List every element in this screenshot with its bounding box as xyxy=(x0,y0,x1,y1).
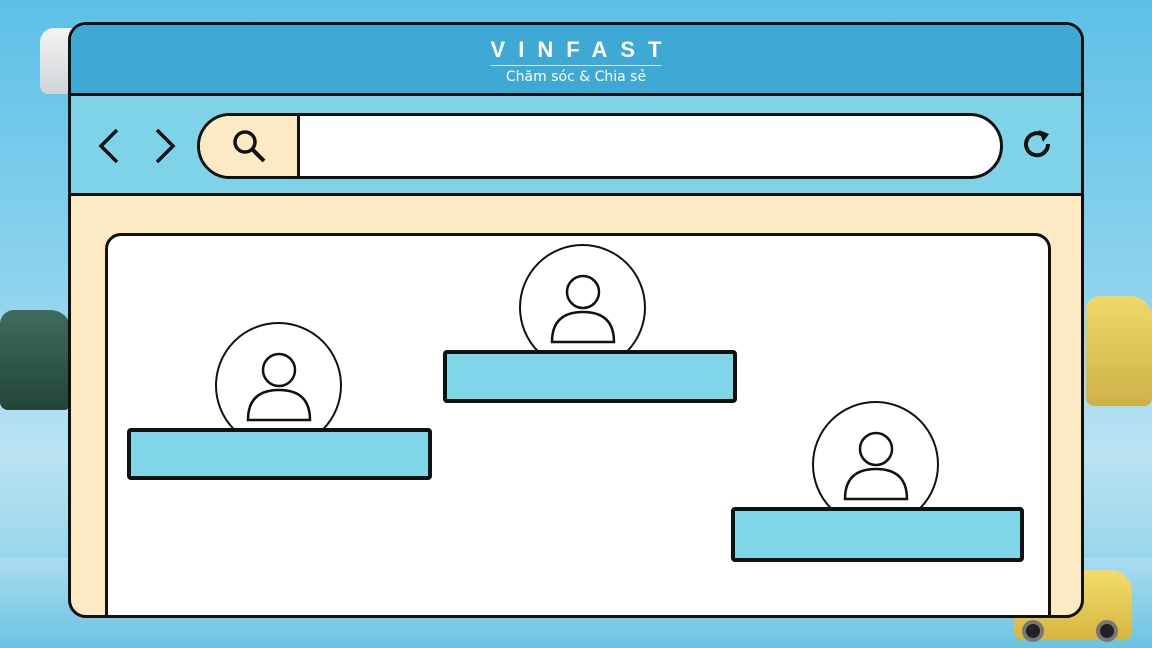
tagline: Chăm sóc & Chia sẻ xyxy=(505,69,647,85)
back-button[interactable] xyxy=(95,126,121,175)
divider xyxy=(491,65,661,66)
forward-icon xyxy=(155,128,176,164)
profile-bar-3 xyxy=(731,507,1024,562)
profile-avatar-2 xyxy=(519,244,646,371)
profile-bar-2 xyxy=(443,350,737,403)
reload-icon xyxy=(1024,130,1051,158)
back-icon xyxy=(98,128,119,164)
brand-logo: VINFAST xyxy=(490,37,675,62)
profile-bar-1 xyxy=(127,428,432,480)
user-icon xyxy=(550,274,615,343)
profile-avatar-3 xyxy=(812,401,939,528)
reload-button[interactable] xyxy=(1019,126,1055,166)
green-car-image xyxy=(0,310,72,410)
yellow-car-image xyxy=(1086,296,1152,406)
search-bar xyxy=(197,113,1003,179)
title-bar: VINFAST Chăm sóc & Chia sẻ xyxy=(71,25,1081,96)
toolbar xyxy=(71,96,1081,196)
search-input[interactable] xyxy=(304,116,970,176)
user-icon xyxy=(843,431,908,500)
search-icon xyxy=(232,130,265,163)
search-button[interactable] xyxy=(200,116,300,176)
forward-button[interactable] xyxy=(153,126,179,175)
browser-window: VINFAST Chăm sóc & Chia sẻ xyxy=(68,22,1084,618)
content-panel xyxy=(105,233,1051,615)
user-icon xyxy=(246,352,311,421)
